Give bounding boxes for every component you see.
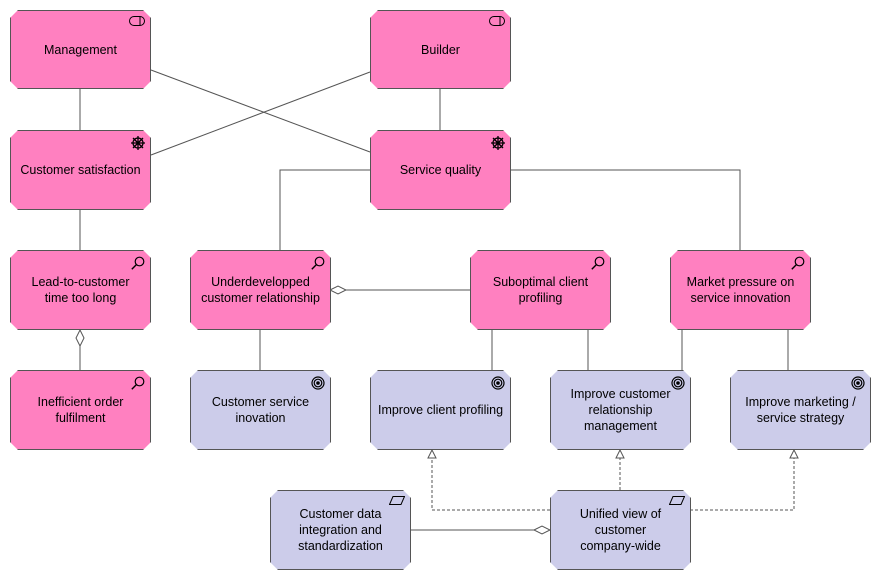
improve-marketing-goal[interactable]: Improve marketing / service strategy	[730, 370, 871, 450]
market-pressure-label: Market pressure on service innovation	[686, 275, 795, 305]
assessment-icon	[131, 376, 145, 390]
inefficient-fulfilment-assessment[interactable]: Inefficient order fulfilment	[10, 370, 151, 450]
unified-view-label: Unified view of customer company-wide	[579, 507, 662, 553]
inefficient-label: Inefficient order fulfilment	[37, 395, 124, 425]
customer-data-integration-requirement[interactable]: Customer data integration and standardiz…	[270, 490, 411, 570]
customer-service-innovation-label: Customer service inovation	[211, 395, 310, 425]
lead-time-assessment[interactable]: Lead-to-customer time too long	[10, 250, 151, 330]
unified-view-requirement[interactable]: Unified view of customer company-wide	[550, 490, 691, 570]
line-builder-customer-satisfaction	[150, 71, 371, 156]
aggregation-diamond-unified-view	[532, 525, 552, 535]
suboptimal-label: Suboptimal client profiling	[492, 275, 589, 305]
aggregation-diamond-underdeveloped	[328, 285, 348, 295]
service-quality-label: Service quality	[399, 163, 482, 177]
underdeveloped-relationship-assessment[interactable]: Underdevelopped customer relationship	[190, 250, 331, 330]
underdeveloped-label: Underdevelopped customer relationship	[201, 275, 320, 305]
management-stakeholder[interactable]: Management	[10, 10, 151, 89]
assessment-icon	[791, 256, 805, 270]
stakeholder-icon	[489, 16, 505, 26]
assessment-icon	[311, 256, 325, 270]
improve-crm-goal[interactable]: Improve customer relationship management	[550, 370, 691, 450]
line-management-service-quality	[150, 69, 371, 153]
realization-unified-view-improve-marketing	[690, 458, 795, 511]
lead-time-label: Lead-to-customer time too long	[31, 275, 130, 305]
driver-icon	[491, 136, 505, 150]
customer-satisfaction-driver[interactable]: Customer satisfaction	[10, 130, 151, 210]
assessment-icon	[131, 256, 145, 270]
goal-icon	[311, 376, 325, 390]
customer-data-label: Customer data integration and standardiz…	[298, 507, 383, 553]
arrowhead-improve-marketing	[789, 448, 799, 459]
suboptimal-profiling-assessment[interactable]: Suboptimal client profiling	[470, 250, 611, 330]
customer-service-innovation-goal[interactable]: Customer service inovation	[190, 370, 331, 450]
improve-crm-label: Improve customer relationship management	[570, 387, 671, 433]
aggregation-diamond-lead-time	[75, 328, 85, 348]
improve-profiling-label: Improve client profiling	[377, 403, 504, 417]
goal-icon	[491, 376, 505, 390]
requirement-icon	[389, 496, 405, 505]
goal-icon	[851, 376, 865, 390]
goal-icon	[671, 376, 685, 390]
service-quality-driver[interactable]: Service quality	[370, 130, 511, 210]
improve-client-profiling-goal[interactable]: Improve client profiling	[370, 370, 511, 450]
builder-stakeholder[interactable]: Builder	[370, 10, 511, 89]
line-service-quality-underdeveloped	[279, 169, 370, 250]
stakeholder-icon	[129, 16, 145, 26]
realization-unified-view-improve-profiling	[431, 458, 550, 511]
line-service-quality-market-pressure	[510, 169, 741, 250]
market-pressure-assessment[interactable]: Market pressure on service innovation	[670, 250, 811, 330]
management-label: Management	[44, 42, 117, 57]
customer-satisfaction-label: Customer satisfaction	[20, 163, 141, 177]
assessment-icon	[591, 256, 605, 270]
builder-label: Builder	[421, 42, 460, 57]
arrowhead-improve-profiling	[427, 448, 437, 459]
driver-icon	[131, 136, 145, 150]
requirement-icon	[669, 496, 685, 505]
arrowhead-improve-crm	[615, 448, 625, 459]
improve-marketing-label: Improve marketing / service strategy	[745, 395, 856, 425]
